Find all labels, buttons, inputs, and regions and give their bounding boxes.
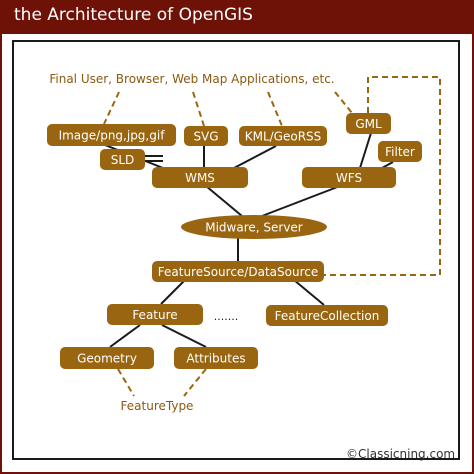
svg-text:FeatureSource/DataSource: FeatureSource/DataSource [158, 265, 318, 279]
connector-feature-geometry [109, 324, 141, 348]
svg-text:SVG: SVG [193, 130, 218, 144]
node-gml: GML [346, 113, 391, 134]
dashed-client-kml [267, 91, 283, 127]
node-attributes: Attributes [174, 347, 258, 369]
dashed-client-svg [192, 91, 205, 127]
connector-feature-attributes [161, 324, 207, 348]
svg-text:Midware, Server: Midware, Server [205, 221, 303, 235]
node-featurecollection: FeatureCollection [266, 305, 388, 326]
node-sld: SLD [100, 149, 145, 170]
connectors [99, 132, 394, 348]
dashed-attributes-featuretype [183, 368, 207, 397]
diagram-title: the Architecture of OpenGIS [14, 5, 253, 25]
node-kml: KML/GeoRSS [239, 126, 327, 146]
dashed-client-gml [334, 91, 353, 114]
dashed-geometry-featuretype [117, 368, 135, 397]
node-wfs: WFS [302, 167, 396, 188]
svg-text:Filter: Filter [385, 145, 415, 159]
svg-text:KML/GeoRSS: KML/GeoRSS [245, 130, 322, 144]
svg-text:Geometry: Geometry [77, 352, 137, 366]
connector-wms-midware [205, 185, 243, 217]
node-midware: Midware, Server [181, 215, 327, 239]
node-svg: SVG [184, 126, 228, 146]
inner-border [12, 40, 460, 460]
svg-text:GML: GML [355, 117, 382, 131]
svg-text:SLD: SLD [111, 153, 135, 167]
svg-text:Image/png,jpg,gif: Image/png,jpg,gif [59, 129, 166, 143]
connector-gml-wfs [359, 132, 372, 169]
svg-text:Feature: Feature [132, 308, 177, 322]
svg-text:FeatureCollection: FeatureCollection [275, 309, 380, 323]
node-feature: Feature [107, 304, 203, 325]
node-wms: WMS [152, 167, 248, 188]
clients-label: Final User, Browser, Web Map Application… [49, 72, 334, 86]
title-bar: the Architecture of OpenGIS [0, 0, 474, 34]
dashed-client-image [103, 91, 120, 125]
connector-wfs-midware [261, 185, 341, 217]
ellipsis-label: ....... [214, 310, 238, 323]
connector-featuresource-feature [160, 279, 186, 305]
connector-kml-wms [233, 145, 277, 169]
node-filter: Filter [378, 141, 422, 162]
node-image: Image/png,jpg,gif [47, 124, 176, 146]
node-featuresource: FeatureSource/DataSource [152, 261, 324, 282]
node-geometry: Geometry [60, 347, 154, 369]
dashed-gml-loop [324, 76, 441, 276]
svg-text:WMS: WMS [185, 171, 215, 185]
copyright-label: ©Classicning.com [346, 447, 456, 461]
dashed-connectors [103, 76, 441, 397]
svg-text:WFS: WFS [336, 171, 362, 185]
connector-featuresource-featurecollection [293, 279, 325, 306]
featuretype-label: FeatureType [121, 399, 194, 413]
svg-text:Attributes: Attributes [186, 352, 245, 366]
